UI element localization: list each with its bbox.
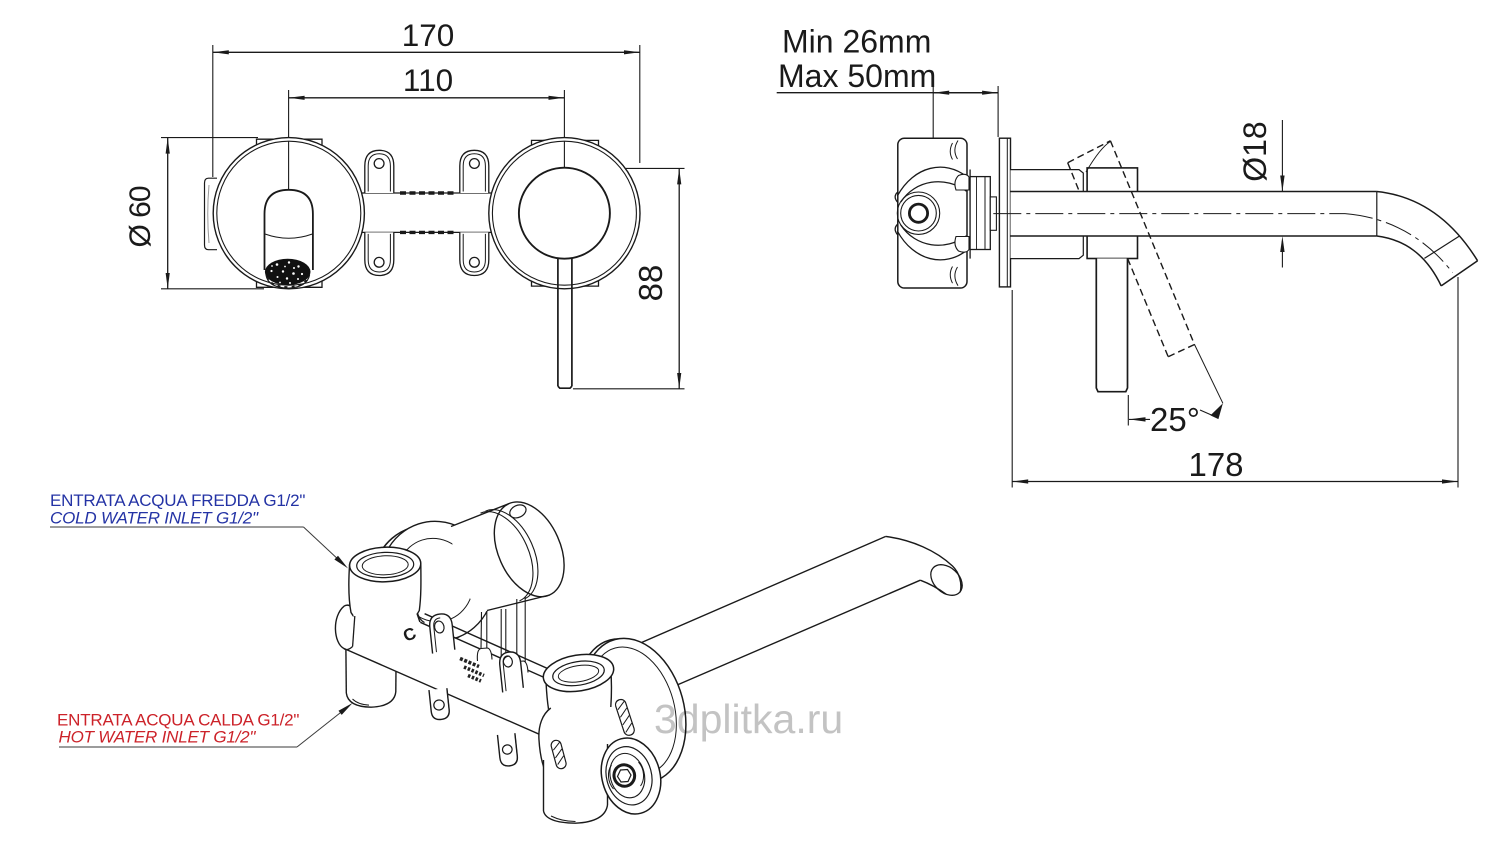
svg-text:ENTRATA ACQUA FREDDA G1/2": ENTRATA ACQUA FREDDA G1/2" [50, 491, 305, 510]
svg-text:HOT WATER INLET G1/2": HOT WATER INLET G1/2" [59, 728, 257, 747]
svg-text:Ø18: Ø18 [1237, 121, 1273, 181]
svg-text:ENTRATA ACQUA CALDA G1/2": ENTRATA ACQUA CALDA G1/2" [57, 711, 299, 730]
svg-text:25°: 25° [1150, 401, 1200, 438]
svg-text:178: 178 [1188, 446, 1243, 483]
svg-text:Min 26mm: Min 26mm [782, 24, 931, 60]
svg-text:Max 50mm: Max 50mm [778, 58, 936, 94]
svg-text:Ø 60: Ø 60 [124, 186, 157, 247]
svg-text:170: 170 [402, 17, 455, 53]
svg-text:88: 88 [632, 265, 669, 302]
svg-text:110: 110 [403, 62, 453, 98]
svg-text:3dplitka.ru: 3dplitka.ru [654, 696, 843, 742]
svg-text:COLD WATER INLET G1/2": COLD WATER INLET G1/2" [50, 509, 259, 528]
